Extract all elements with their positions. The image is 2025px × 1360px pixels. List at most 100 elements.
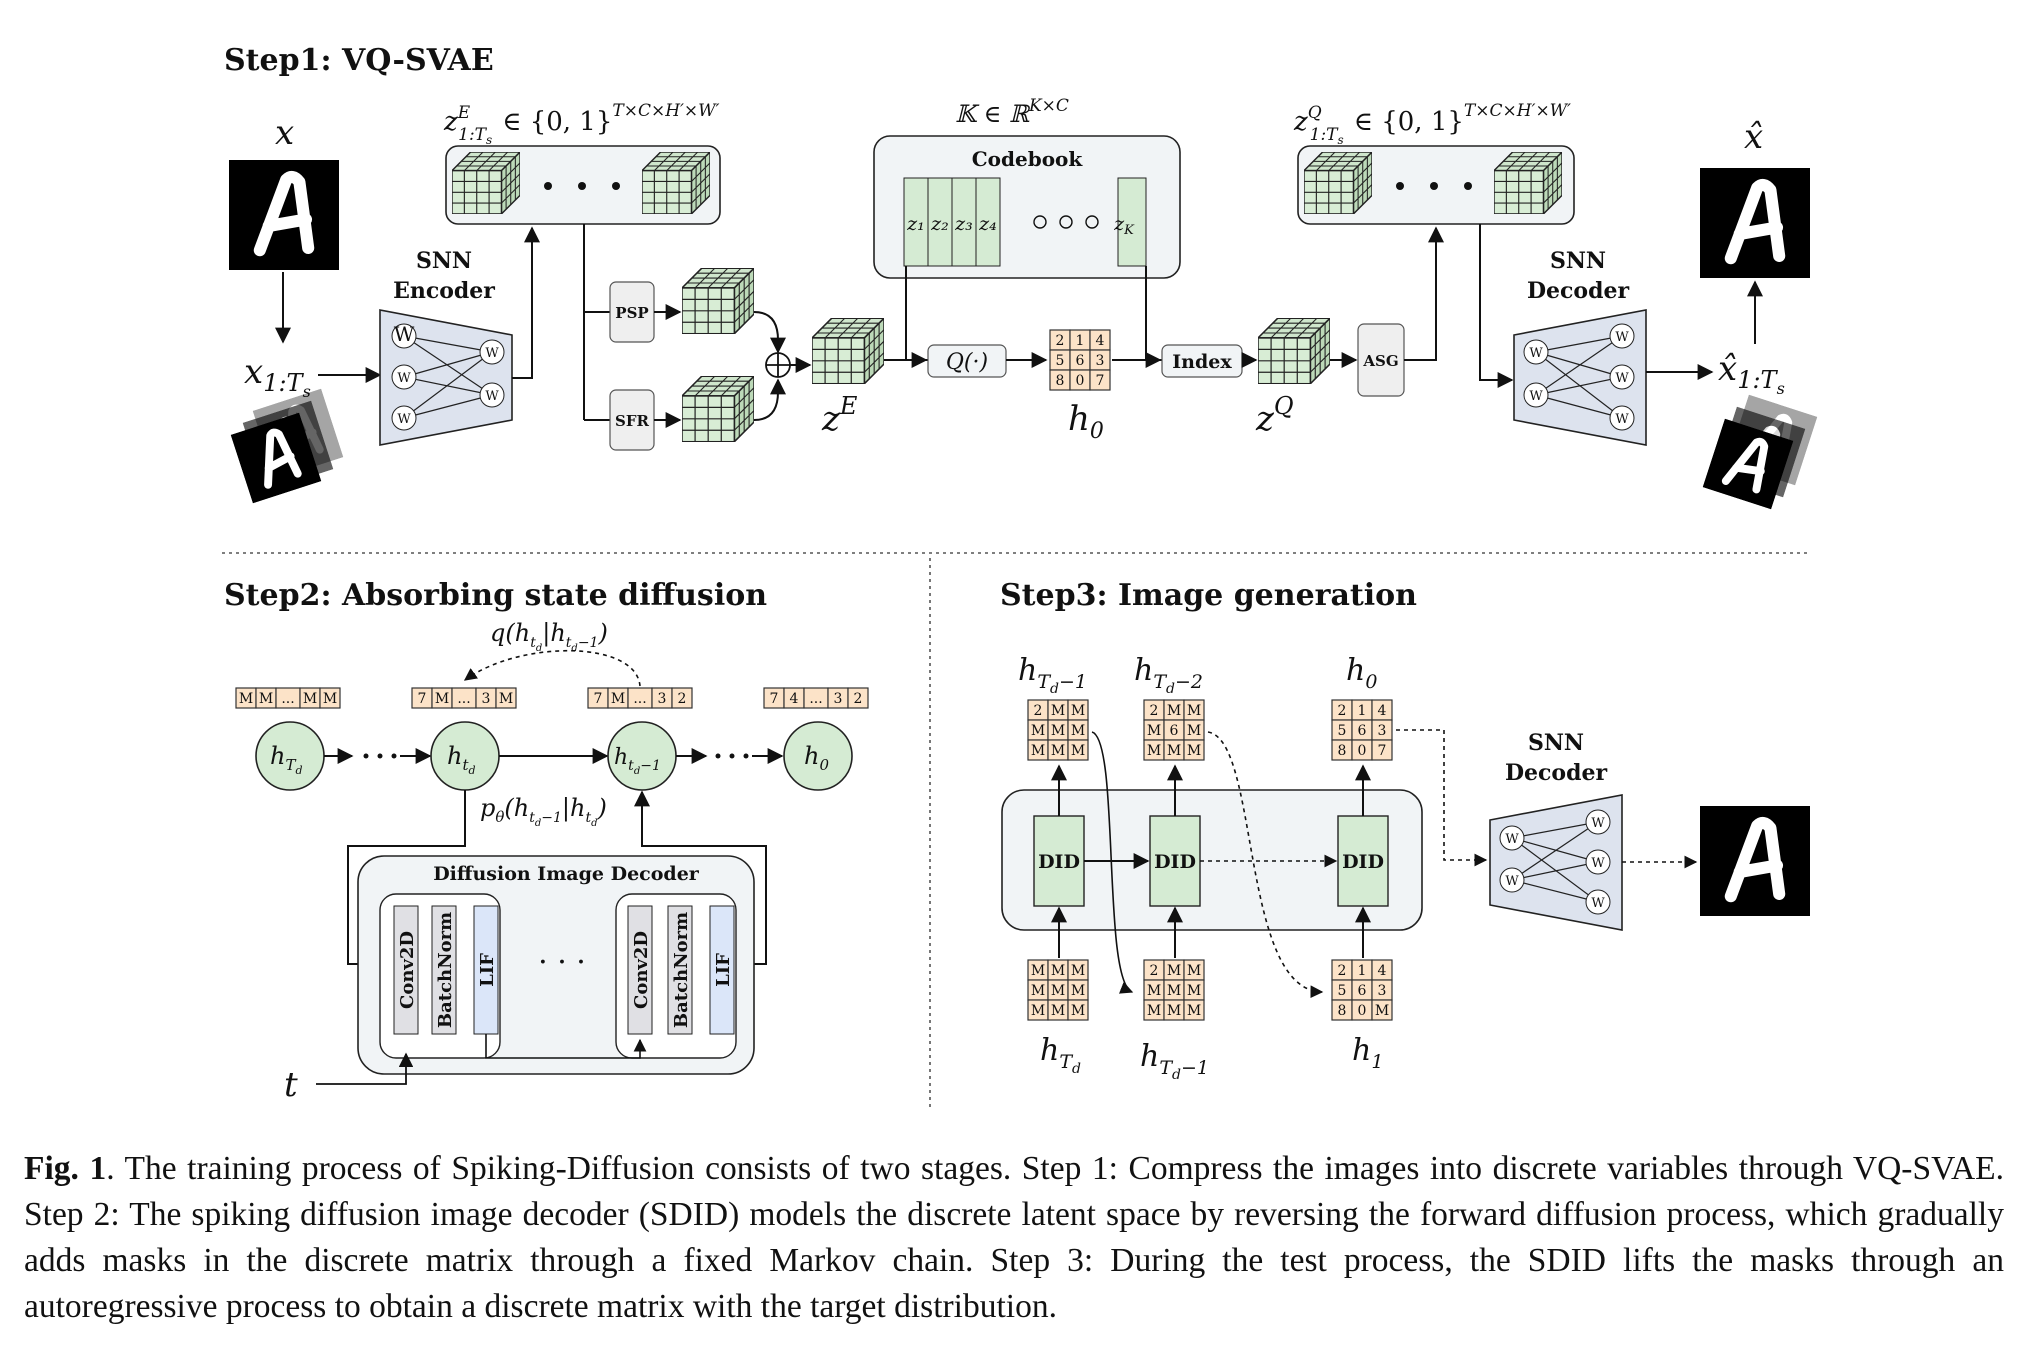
grid-cell: M [1167, 743, 1181, 759]
bottom-label-3: h1 [1352, 1033, 1383, 1073]
sequence-cell: ... [633, 691, 646, 707]
grid-cell: 5 [1056, 353, 1065, 369]
figure-caption: Fig. 1. The training process of Spiking-… [24, 1146, 2004, 1330]
sequence-cell: M [435, 691, 449, 707]
did-label-1: DID [1038, 851, 1080, 873]
psp-cube-icon [682, 268, 754, 334]
snn-decoder-block: WW WWW [1513, 309, 1647, 446]
node-h0-label: h0 [804, 742, 829, 774]
input-x-label: x [275, 113, 294, 153]
layer-lif: LIF [477, 953, 498, 987]
grid-cell: M [1031, 983, 1045, 999]
grid-cell: M [1147, 983, 1161, 999]
svg-text:W: W [1529, 346, 1543, 361]
node-hTd-label: hTd [270, 742, 303, 777]
svg-text:W: W [1615, 412, 1629, 427]
sequence-cell: M [611, 691, 625, 707]
sum-operator-icon [765, 352, 791, 378]
top-label-2: hTd−2 [1134, 653, 1203, 697]
index-label: Index [1172, 351, 1232, 373]
codebook-entries: z₁ z₂ z₃ z₄ zK [903, 177, 1147, 267]
latent-cube-icon [452, 152, 520, 214]
grid-cell: M [1167, 1003, 1181, 1019]
grid-cell: 4 [1378, 703, 1387, 719]
encoder-label-2: Encoder [393, 278, 495, 304]
svg-text:W: W [397, 371, 411, 386]
decoder-label-2: Decoder [1527, 278, 1630, 304]
grid-cell: M [1051, 723, 1065, 739]
grid-cell: M [1031, 723, 1045, 739]
grid-cell: 0 [1358, 743, 1367, 759]
grid-cell: 2 [1056, 333, 1065, 349]
grid-cell: 2 [1338, 963, 1347, 979]
svg-text:W: W [1591, 896, 1605, 911]
grid-cell: 3 [1096, 353, 1105, 369]
grid-cell: 0 [1076, 373, 1085, 389]
grid-cell: M [1187, 1003, 1201, 1019]
grid-cell: M [1187, 723, 1201, 739]
grid-cell: 7 [1096, 373, 1105, 389]
diffusion-decoder-title: Diffusion Image Decoder [433, 863, 700, 885]
layer-conv2d: Conv2D [397, 931, 418, 1009]
grid-cell: 1 [1076, 333, 1085, 349]
sequence-cell: 3 [658, 691, 667, 707]
output-spike-stack [1703, 395, 1818, 510]
input-sequence-label: x1:Ts [244, 352, 311, 401]
svg-text:W: W [485, 346, 499, 361]
quantizer-label: Q(·) [946, 350, 988, 375]
code-entry-4: z₄ [978, 213, 997, 235]
layer-stack-1: Conv2D BatchNorm LIF [393, 905, 499, 1035]
input-spike-stack [231, 389, 344, 504]
grid-cell: M [1167, 703, 1181, 719]
sequence-cell: 7 [770, 691, 779, 707]
grid-cell: M [1187, 743, 1201, 759]
grid-cell: 7 [1378, 743, 1387, 759]
decoder-label-1: SNN [1550, 248, 1606, 274]
grid-cell: 6 [1170, 723, 1179, 739]
caption-label: Fig. 1 [24, 1150, 107, 1187]
sequence-cell: 7 [418, 691, 427, 707]
layer-stack-2: Conv2D BatchNorm LIF [627, 905, 735, 1035]
did-label-2: DID [1154, 851, 1196, 873]
grid-cell: 8 [1338, 743, 1347, 759]
grid-cell: 2 [1338, 703, 1347, 719]
grid-cell: 5 [1338, 983, 1347, 999]
latent-cube-icon [1494, 152, 1562, 214]
grid-cell: M [1071, 1003, 1085, 1019]
output-sequence-label: x̂1:Ts [1718, 349, 1785, 398]
grid-cell: M [1051, 1003, 1065, 1019]
code-entry-1: z₁ [906, 213, 925, 235]
zQ-cube-icon [1258, 318, 1330, 384]
caption-text: . The training process of Spiking-Diffus… [24, 1150, 2004, 1325]
reconstructed-digit-image [1700, 168, 1810, 278]
grid-cell: 0 [1358, 1003, 1367, 1019]
zE-label: zE [821, 392, 858, 439]
grid-cell: 6 [1076, 353, 1085, 369]
encoder-label-1: SNN [416, 248, 472, 274]
layer-batchnorm: BatchNorm [435, 912, 456, 1028]
sequence-cell: ... [457, 691, 470, 707]
did-label-3: DID [1342, 851, 1384, 873]
grid-cell: 2 [1034, 703, 1043, 719]
grid-cell: 4 [1096, 333, 1105, 349]
timestep-label: t [284, 1065, 298, 1105]
forward-process-label: q(htd|htd−1) [490, 619, 608, 654]
figure-diagram: Step1: VQ-SVAE x x1:Ts SNN Encoder WWW W… [222, 43, 2025, 1108]
code-entry-3: z₃ [954, 213, 973, 235]
grid-cell: 5 [1338, 723, 1347, 739]
sfr-cube-icon [682, 376, 754, 442]
grid-cell: 8 [1338, 1003, 1347, 1019]
code-entry-2: z₂ [930, 213, 949, 235]
bottom-label-1: hTd [1040, 1033, 1081, 1077]
grid-cell: M [1071, 723, 1085, 739]
layer-ellipsis: · · · [538, 945, 586, 980]
layer-batchnorm: BatchNorm [671, 912, 692, 1028]
grid-cell: M [1031, 743, 1045, 759]
generated-digit-image [1700, 806, 1810, 916]
grid-cell: M [1187, 963, 1201, 979]
